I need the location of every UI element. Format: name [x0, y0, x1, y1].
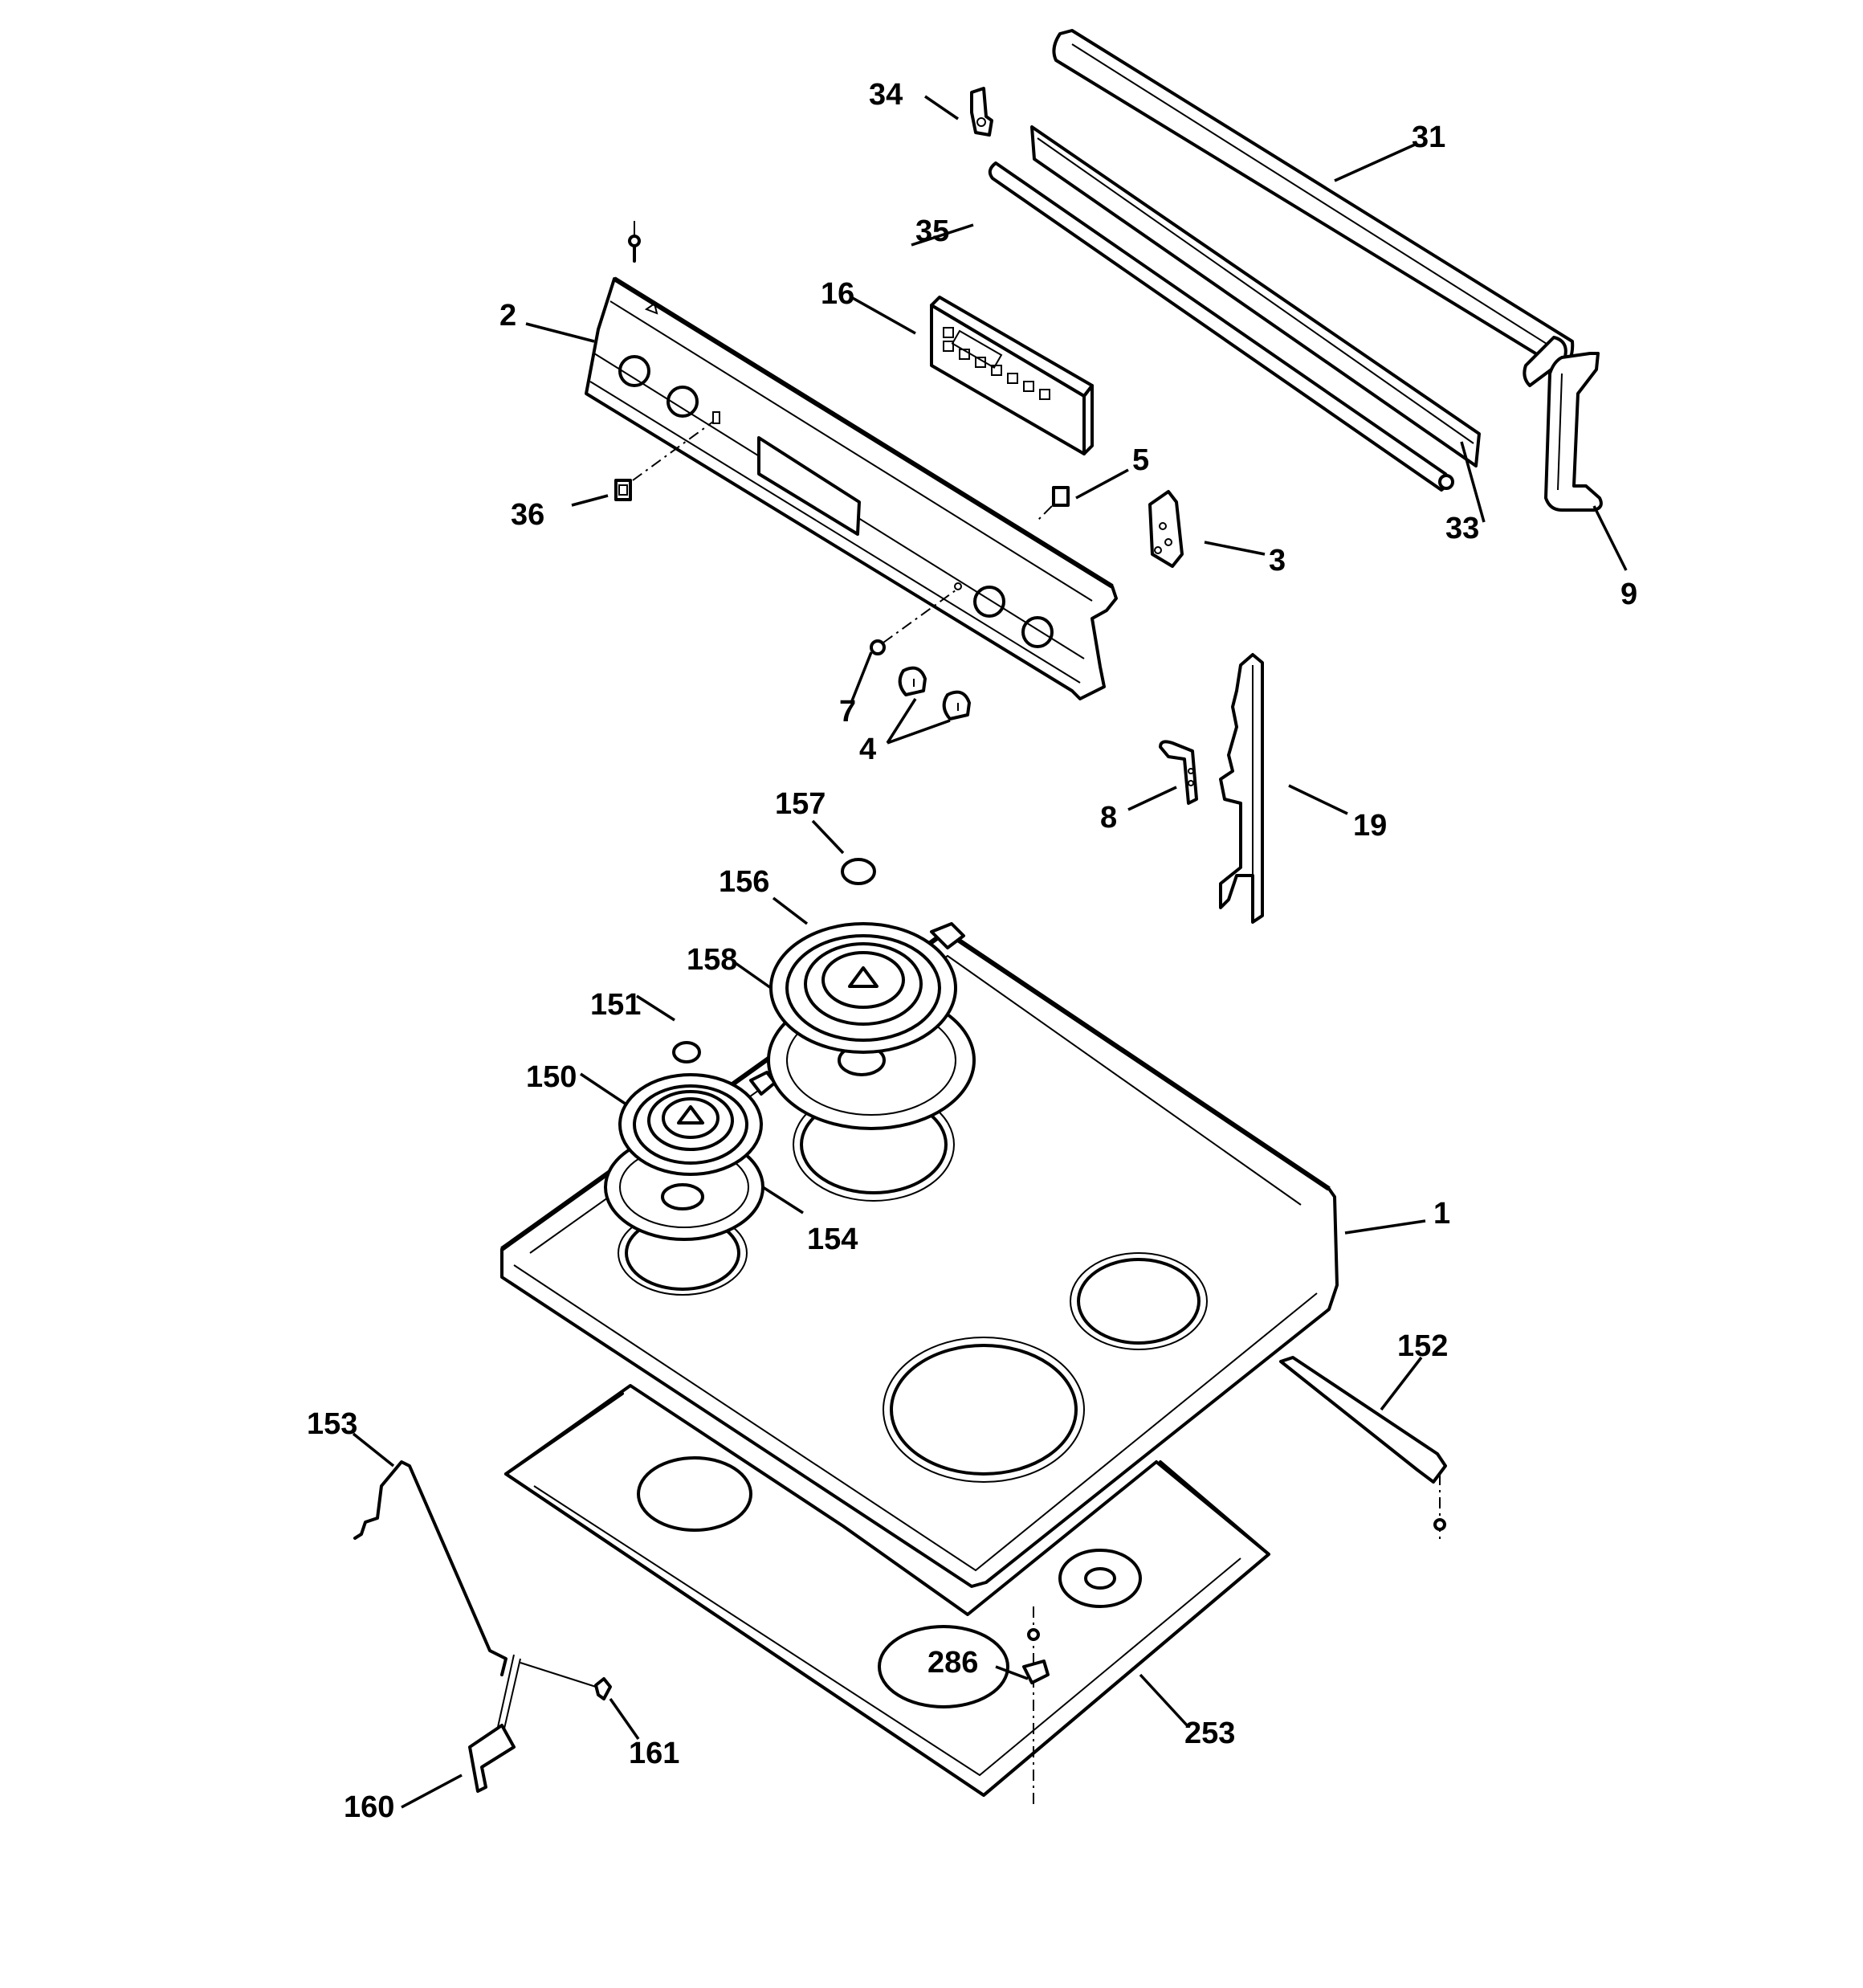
part-33-lens	[1030, 125, 1481, 467]
label-36: 36	[511, 498, 544, 532]
label-33: 33	[1445, 512, 1479, 545]
label-31: 31	[1412, 120, 1445, 154]
part-34-lamp-socket	[970, 87, 993, 137]
part-8-bracket	[1159, 740, 1198, 805]
part-35-fluorescent-lamp	[988, 161, 1454, 492]
leader-lines	[352, 95, 1628, 1809]
label-158: 158	[687, 943, 737, 977]
part-16-electronic-control	[930, 296, 1094, 455]
label-160: 160	[344, 1790, 394, 1824]
part-153-cooktop-prop-rod	[353, 1460, 508, 1676]
label-151: 151	[590, 988, 641, 1022]
part-2-control-panel	[585, 276, 1118, 700]
label-19: 19	[1353, 809, 1387, 843]
part-152-cooktop-support-rod	[1279, 1356, 1447, 1542]
label-35: 35	[915, 214, 949, 248]
label-286: 286	[927, 1646, 978, 1680]
part-36-rocker-switch	[614, 421, 714, 501]
label-157: 157	[775, 787, 826, 821]
part-253-burner-box	[504, 1384, 1270, 1797]
label-153: 153	[307, 1407, 357, 1441]
label-8: 8	[1100, 801, 1117, 835]
part-labels: 34 31 35 2 16 5 36 3 33 9 7 4 8 19 157 1…	[307, 78, 1637, 1824]
part-151-element-support-small	[672, 1041, 701, 1063]
part-157-element-support-large	[841, 858, 876, 885]
part-7-indicator-light	[870, 590, 956, 655]
part-3-infinite-switch	[1148, 490, 1184, 568]
label-1: 1	[1433, 1197, 1450, 1231]
part-286-ground-strap	[1022, 1606, 1050, 1807]
label-16: 16	[821, 277, 854, 311]
label-253: 253	[1184, 1717, 1235, 1750]
label-9: 9	[1620, 578, 1637, 611]
part-161-clip	[520, 1662, 612, 1700]
label-34: 34	[869, 78, 903, 112]
part-9-end-cap	[1544, 352, 1603, 512]
label-3: 3	[1269, 544, 1286, 578]
label-2: 2	[499, 299, 516, 333]
label-7: 7	[839, 695, 856, 729]
label-5: 5	[1132, 443, 1149, 477]
label-154: 154	[807, 1223, 858, 1256]
screw-icon	[628, 221, 641, 263]
label-152: 152	[1397, 1329, 1448, 1363]
label-156: 156	[719, 865, 769, 899]
part-31-backguard-trim	[1052, 29, 1575, 387]
label-161: 161	[629, 1737, 679, 1770]
label-4: 4	[859, 733, 876, 766]
part-4-knob	[898, 666, 971, 720]
part-160-receptacle	[468, 1654, 521, 1793]
part-19-side-bracket	[1219, 653, 1264, 924]
label-150: 150	[526, 1060, 577, 1094]
part-5-light-switch	[1035, 486, 1070, 523]
